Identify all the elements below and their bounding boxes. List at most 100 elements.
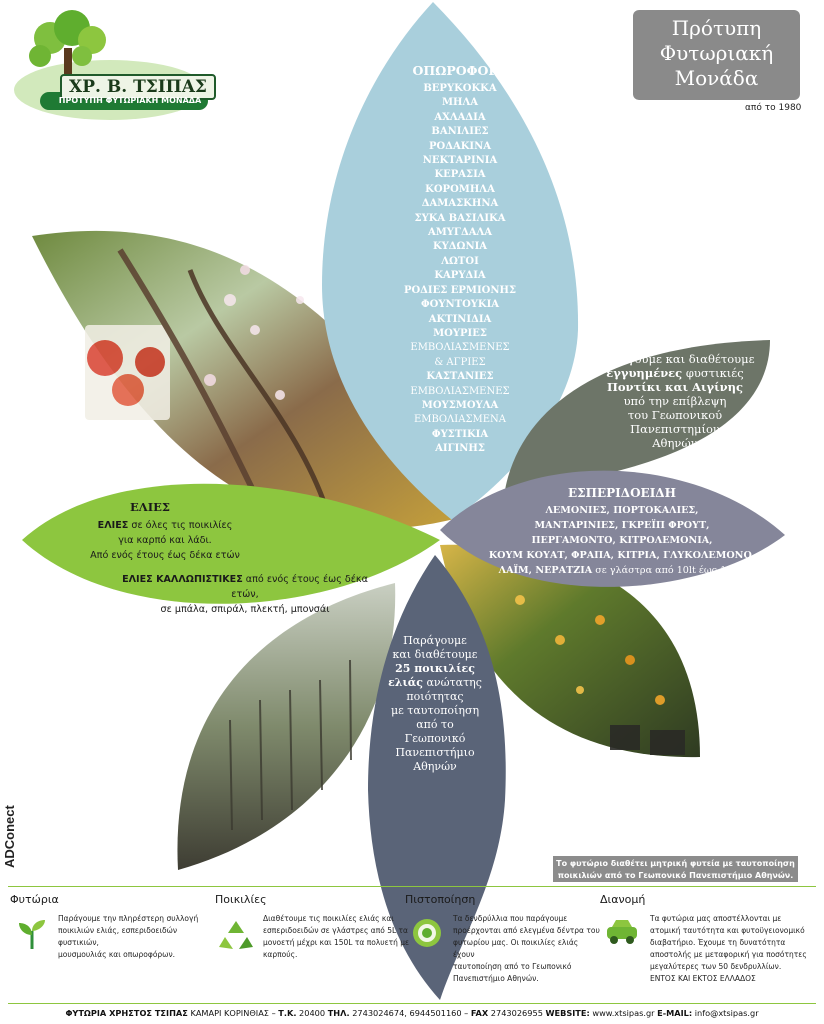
navy-line: ποιότητας bbox=[406, 690, 464, 703]
section-line: Τα δενδρύλλια που παράγουμε bbox=[453, 914, 568, 923]
navy-bold: 25 ποικιλίες bbox=[395, 662, 475, 675]
citrus-line: ΛΑΪΜ, ΝΕΡΑΤΖΙΑ bbox=[498, 565, 593, 576]
badge-line: Φυτωριακή bbox=[659, 41, 774, 65]
fruit-item: ΜΟΥΣΜΟΥΛΑ bbox=[421, 399, 499, 411]
section-title: Διανομή bbox=[600, 893, 646, 906]
citrus-note: σε γλάστρα από 10lt έως 150lt bbox=[592, 565, 746, 576]
olives-line: από ενός έτους έως δέκα ετών, bbox=[231, 574, 368, 600]
fruit-item: ΚΑΣΤΑΝΙΕΣ bbox=[426, 371, 494, 383]
navy-line: Παράγουμε bbox=[403, 634, 467, 647]
divider-bottom bbox=[8, 1003, 816, 1004]
olives-line: σε μπάλα, σπιράλ, πλεκτή, μπονσάι bbox=[160, 604, 330, 615]
section-line: ταυτοποίηση από το Γεωπονικό bbox=[453, 962, 572, 971]
olives-paragraph-1: ΕΛΙΕΣ σε όλες τις ποικιλίες για καρπό κα… bbox=[60, 518, 270, 563]
fruit-item: ΑΙΓΙΝΗΣ bbox=[435, 443, 485, 455]
pistachio-line: Πανεπιστημίου bbox=[630, 422, 720, 436]
section-line: μονοετή μέχρι και 150L τα πολυετή με bbox=[263, 938, 410, 947]
fruit-note: & ΑΓΡΙΕΣ bbox=[434, 356, 486, 368]
navy-line: και διαθέτουμε bbox=[392, 648, 478, 661]
fruit-item: ΑΧΛΑΔΙΑ bbox=[434, 111, 486, 123]
fruit-item: ΚΥΔΩΝΙΑ bbox=[432, 241, 488, 253]
navy-line: Πανεπιστήμιο bbox=[395, 746, 475, 759]
fruit-item: ΚΑΡΥΔΙΑ bbox=[434, 270, 486, 282]
section-line: Διαθέτουμε τις ποικιλίες ελιάς και bbox=[263, 914, 394, 923]
car-icon bbox=[604, 917, 640, 951]
section-line: ατομική ταυτότητα και φυτοϋγειονομικό bbox=[650, 926, 805, 935]
fruit-item: ΦΥΣΤΙΚΙΑ bbox=[431, 428, 489, 440]
since-label: από το 1980 bbox=[745, 103, 802, 113]
pistachio-line: Παράγουμε και διαθέτουμε bbox=[595, 352, 755, 366]
badge-line: Μονάδα bbox=[674, 66, 759, 90]
pistachio-text: Παράγουμε και διαθέτουμε εγγυημένες φυστ… bbox=[575, 352, 775, 450]
navy-line: από το bbox=[416, 718, 454, 731]
fruit-item: ΝΕΚΤΑΡΙΝΙΑ bbox=[422, 155, 498, 167]
olive-photo-petal bbox=[177, 583, 396, 870]
footer-contact: ΦΥΤΩΡΙΑ ΧΡΗΣΤΟΣ ΤΣΙΠΑΣ ΚΑΜΑΡΙ ΚΟΡΙΝΘΙΑΣ … bbox=[8, 1008, 816, 1018]
footer-label: FAX bbox=[470, 1008, 489, 1018]
fruit-petal bbox=[322, 2, 579, 520]
olives-line: για καρπό και λάδι. bbox=[118, 535, 212, 546]
section-line: ΕΝΤΟΣ ΚΑΙ ΕΚΤΟΣ ΕΛΛΑΔΟΣ bbox=[650, 974, 756, 983]
footer-label: E-MAIL: bbox=[657, 1008, 693, 1018]
section-nurseries: Φυτώρια Παράγουμε την πληρέστερη συλλογή… bbox=[10, 893, 198, 959]
section-title: Φυτώρια bbox=[10, 893, 59, 906]
olives-bold: ΕΛΙΕΣ bbox=[97, 520, 129, 531]
olives-heading: ΕΛΙΕΣ bbox=[130, 500, 170, 514]
brand-subtitle: ΠΡΟΤΥΠΗ ΦΥΤΩΡΙΑΚΗ ΜΟΝΑΔΑ bbox=[58, 96, 202, 105]
fruit-item: ΜΗΛΑ bbox=[441, 97, 479, 109]
footer-phone: 2743024674, 6944501160 – bbox=[349, 1008, 471, 1018]
section-line: μεγαλύτερες των 50 δενδρυλλίων. bbox=[650, 962, 782, 971]
olives-bold: ΕΛΙΕΣ ΚΑΛΛΩΠΙΣΤΙΚΕΣ bbox=[122, 574, 243, 585]
section-line: αποστολής με μεταφορική για ποσότητες bbox=[650, 950, 807, 959]
footer-place: ΚΑΜΑΡΙ ΚΟΡΙΝΘΙΑΣ – bbox=[187, 1008, 279, 1018]
navy-line: με ταυτοποίηση bbox=[390, 704, 480, 717]
badge-line: Πρότυπη bbox=[671, 16, 762, 40]
footer-label: WEBSITE: bbox=[545, 1008, 590, 1018]
section-line: ποικιλιών ελιάς, εσπεριδοειδών φυστικιών… bbox=[58, 926, 178, 947]
citrus-line: ΛΕΜΟΝΙΕΣ, ΠΟΡΤΟΚΑΛΙΕΣ, bbox=[545, 505, 699, 516]
pistachio-petal bbox=[505, 340, 770, 490]
citrus-line: ΠΕΡΓΑΜΟΝΤΟ, ΚΙΤΡΟΛΕΜΟΝΙΑ, bbox=[531, 535, 713, 546]
fruit-note: ΕΜΒΟΛΙΑΣΜΕΝΕΣ bbox=[410, 385, 510, 397]
fruit-note: ΕΜΒΟΛΙΑΣΜΕΝΕΣ bbox=[410, 342, 510, 354]
fruit-note: ΕΜΒΟΛΙΑΣΜΕΝΑ bbox=[413, 414, 507, 426]
pistachio-bold: εγγυημένες bbox=[606, 366, 683, 380]
citrus-line: ΜΑΝΤΑΡΙΝΙΕΣ, ΓΚΡΕΪΠ ΦΡΟΥΤ, bbox=[534, 520, 710, 531]
footer-postcode: 20400 bbox=[296, 1008, 328, 1018]
olive-varieties-text: Παράγουμε και διαθέτουμε 25 ποικιλίες ελ… bbox=[375, 634, 495, 774]
section-line: μουσμουλιάς και οπωροφόρων. bbox=[58, 950, 176, 959]
footer-label: Τ.Κ. bbox=[278, 1008, 297, 1018]
section-line: Τα φυτώρια μας αποστέλλονται με bbox=[650, 914, 782, 923]
pistachio-line: Αθηνών bbox=[652, 436, 698, 450]
fruit-item: ΡΟΔΙΕΣ ΕΡΜΙΟΝΗΣ bbox=[403, 284, 517, 296]
fruit-item: ΒΑΝΙΛΙΕΣ bbox=[431, 126, 489, 138]
fruit-item: ΔΑΜΑΣΚΗΝΑ bbox=[421, 198, 499, 210]
section-line: εσπεριδοειδών σε γλάστρες από 5L τα bbox=[263, 926, 408, 935]
fruit-item: ΑΚΤΙΝΙΔΙΑ bbox=[428, 313, 492, 325]
badge-box: Πρότυπη Φυτωριακή Μονάδα bbox=[633, 10, 800, 100]
caption-line: Το φυτώριο διαθέτει μητρική φυτεία με τα… bbox=[556, 859, 795, 868]
section-text: Παράγουμε την πληρέστερη συλλογή ποικιλι… bbox=[58, 913, 206, 961]
adconect-text: ADConect bbox=[2, 804, 17, 868]
olive-varieties-petal bbox=[368, 555, 506, 1000]
footer-email-link[interactable]: info@xtsipas.gr bbox=[692, 1008, 759, 1018]
pistachio-bold: Ποντίκι και Αιγίνης bbox=[606, 380, 744, 394]
section-line: διαβατήριο. Έχουμε τη δυνατότητα bbox=[650, 938, 786, 947]
pistachio-line: του Γεωπονικού bbox=[627, 408, 723, 422]
recycle-icon bbox=[219, 917, 253, 955]
seal-icon bbox=[411, 917, 443, 953]
citrus-petal bbox=[440, 470, 785, 587]
olives-line: Από ενός έτους έως δέκα ετών bbox=[90, 550, 240, 561]
section-certification: Πιστοποίηση Τα δενδρύλλια που παράγουμε … bbox=[405, 893, 600, 983]
fruit-item: ΒΕΡΥΚΟΚΚΑ bbox=[423, 83, 497, 94]
pistachio-line: φυστικιές bbox=[682, 366, 744, 380]
navy-bold: ελιάς bbox=[388, 676, 423, 689]
footer-website-link[interactable]: www.xtsipas.gr bbox=[589, 1008, 658, 1018]
citrus-photo-petal bbox=[440, 544, 700, 758]
fruit-item: ΑΜΥΓΔΑΛΑ bbox=[427, 227, 493, 239]
adconect-logo: ADConect bbox=[2, 800, 26, 870]
caption-line: ποικιλιών από το Γεωπονικό Πανεπιστήμιο … bbox=[557, 871, 794, 880]
olives-line: σε όλες τις ποικιλίες bbox=[128, 520, 233, 531]
section-line: Πανεπιστήμιο Αθηνών. bbox=[453, 974, 539, 983]
